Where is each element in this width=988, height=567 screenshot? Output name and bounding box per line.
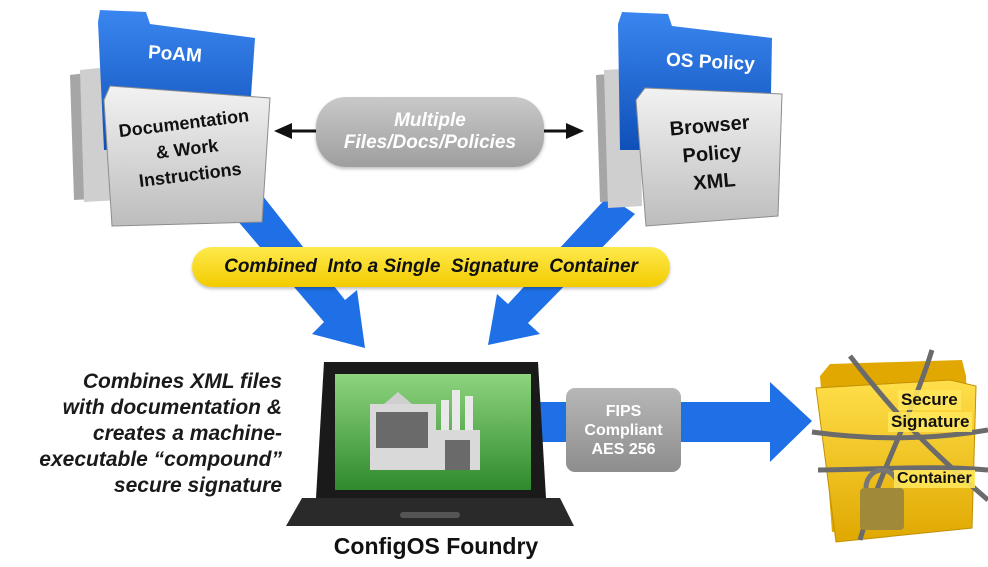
multiple-line-2: Files/Docs/Policies [343,132,517,153]
description-text: Combines XML files with documentation & … [0,369,282,499]
left-folder-tab-label: PoAM [147,42,203,67]
multiple-files-pill: Multiple Files/Docs/Policies [316,97,544,167]
right-folder-tab-label: OS Policy [665,49,756,76]
description-line-1: Combines XML files [82,370,282,393]
secure-label-1: Secure [898,390,961,410]
description-line-2: with documentation & [62,396,282,419]
description-line-3: creates a machine- [92,422,282,445]
right-folder-stack [596,12,783,227]
fips-line-2: Compliant [584,421,663,439]
factory-icon [370,390,480,470]
secure-label-3: Container [894,470,975,488]
secure-container-folder [811,349,988,543]
fips-line-3: AES 256 [591,440,656,458]
fips-line-1: FIPS [605,402,642,420]
multiple-line-1: Multiple [394,110,466,131]
secure-label-2: Signature [888,412,973,432]
laptop [286,362,574,526]
laptop-caption: ConfigOS Foundry [333,533,539,559]
description-line-5: secure signature [113,474,282,497]
description-line-4: executable “compound” [39,448,282,471]
fips-box: FIPS Compliant AES 256 [566,388,681,472]
left-folder-stack [70,10,271,227]
combined-pill: Combined Into a Single Signature Contain… [192,247,670,287]
right-folder-front-text: Browser Policy XML [649,107,776,201]
